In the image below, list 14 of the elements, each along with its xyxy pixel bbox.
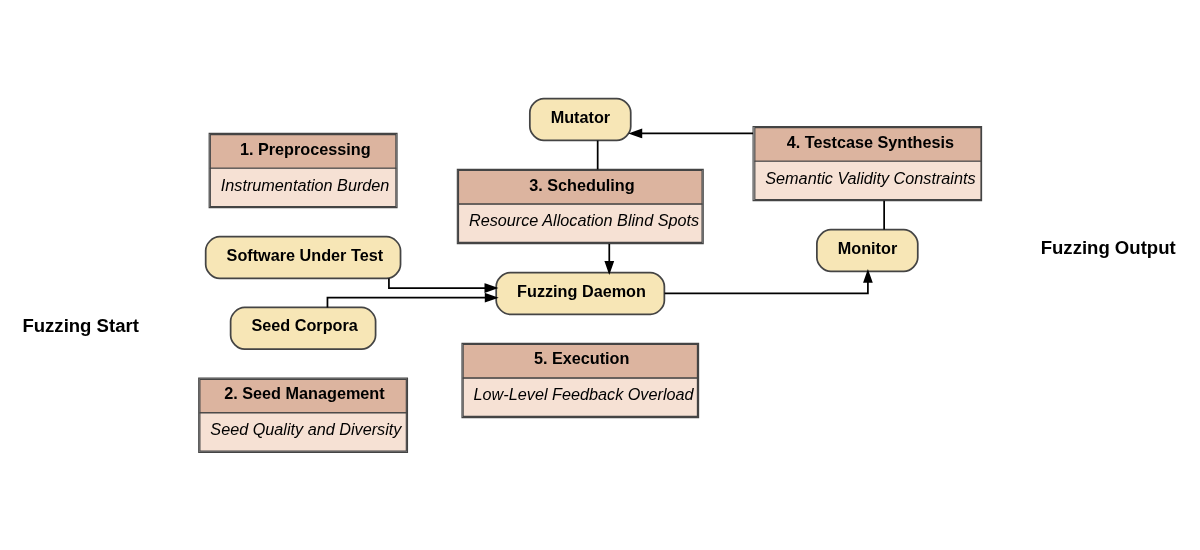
node-box: Seed Corpora <box>229 306 377 350</box>
connector <box>596 139 599 170</box>
arrow <box>663 268 873 294</box>
node-box: Software Under Test <box>204 235 402 279</box>
connector <box>883 199 885 230</box>
node-text: Fuzzing Start <box>22 314 139 336</box>
node-text: Fuzzing Output <box>1040 236 1176 258</box>
arrow <box>388 277 499 293</box>
arrow <box>604 242 615 275</box>
node-box: Monitor <box>816 228 919 272</box>
node-box: Mutator <box>528 97 632 141</box>
arrow <box>628 128 754 138</box>
arrow <box>326 292 499 308</box>
node-box: Fuzzing Daemon <box>495 271 666 315</box>
